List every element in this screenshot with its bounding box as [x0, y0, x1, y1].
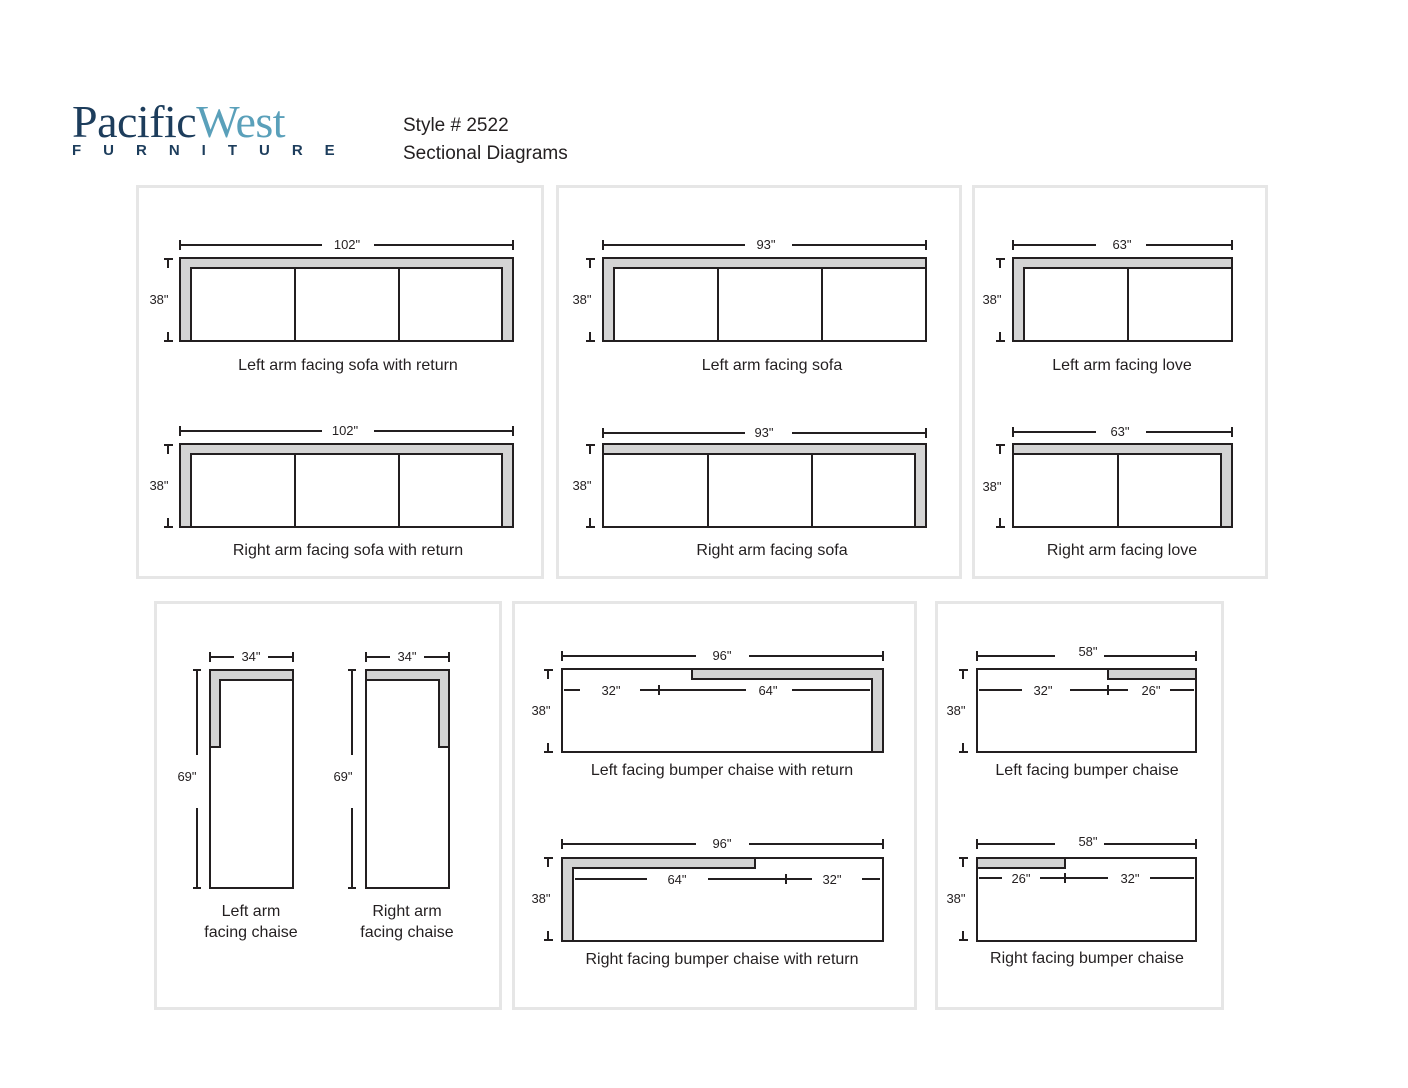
- width-label: 63": [1110, 424, 1129, 439]
- diagram-raf-sofa-return: [164, 426, 514, 528]
- style-number: Style # 2522: [403, 115, 509, 136]
- caption: Right facing bumper chaise: [990, 950, 1184, 967]
- depth-label: 38": [572, 478, 591, 493]
- segment-label: 26": [1011, 871, 1030, 886]
- diagram-laf-love: [996, 240, 1233, 342]
- diagram-raf-chaise: [348, 652, 450, 889]
- diagram-raf-sofa: [586, 428, 927, 528]
- depth-label: 38": [531, 891, 550, 906]
- caption-line2: facing chaise: [360, 924, 453, 941]
- depth-label: 38": [946, 703, 965, 718]
- caption: Right facing bumper chaise with return: [585, 951, 858, 968]
- diagram-laf-sofa-return: [164, 240, 514, 342]
- page-title: Sectional Diagrams: [403, 143, 568, 164]
- depth-label: 38": [572, 292, 591, 307]
- panel-sofas-with-return: [136, 185, 544, 579]
- panel-loves: [972, 185, 1268, 579]
- caption-line1: Left arm: [222, 903, 281, 920]
- depth-label: 38": [982, 292, 1001, 307]
- caption: Left arm facing sofa with return: [238, 357, 458, 374]
- segment-label: 32": [601, 683, 620, 698]
- width-label: 96": [712, 836, 731, 851]
- caption: Right arm facing sofa with return: [233, 542, 463, 559]
- width-label: 93": [756, 237, 775, 252]
- segment-label: 32": [822, 872, 841, 887]
- segment-label: 64": [758, 683, 777, 698]
- caption: Left arm facing sofa: [702, 357, 843, 374]
- depth-label: 38": [531, 703, 550, 718]
- depth-label: 38": [946, 891, 965, 906]
- depth-label: 38": [149, 292, 168, 307]
- brand-logo: PacificWest FURNITURE: [72, 96, 357, 159]
- logo-word-west: West: [196, 96, 286, 147]
- caption: Right arm facing love: [1047, 542, 1197, 559]
- width-label: 96": [712, 648, 731, 663]
- width-label: 102": [332, 423, 359, 438]
- title-block: Style # 2522 Sectional Diagrams: [403, 112, 568, 168]
- logo-wordmark: PacificWest: [72, 96, 357, 148]
- width-label: 93": [754, 425, 773, 440]
- segment-label: 32": [1120, 871, 1139, 886]
- diagram-rf-bumper-return: [544, 839, 884, 942]
- diagram-raf-love: [996, 427, 1233, 528]
- diagram-laf-chaise: [193, 652, 294, 889]
- panel-sofas: [556, 185, 962, 579]
- diagram-rf-bumper: [959, 839, 1197, 942]
- width-label: 58": [1078, 834, 1097, 849]
- caption-line2: facing chaise: [204, 924, 297, 941]
- length-label: 69": [177, 769, 196, 784]
- width-label: 34": [241, 649, 260, 664]
- caption-line1: Right arm: [372, 903, 441, 920]
- caption: Left arm facing love: [1052, 357, 1192, 374]
- segment-label: 64": [667, 872, 686, 887]
- length-label: 69": [333, 769, 352, 784]
- segment-label: 26": [1141, 683, 1160, 698]
- depth-label: 38": [982, 479, 1001, 494]
- caption: Right arm facing sofa: [696, 542, 847, 559]
- width-label: 58": [1078, 644, 1097, 659]
- width-label: 63": [1112, 237, 1131, 252]
- logo-word-pacific: Pacific: [72, 96, 197, 147]
- width-label: 34": [397, 649, 416, 664]
- diagram-laf-sofa: [586, 240, 927, 342]
- caption: Left facing bumper chaise with return: [591, 762, 853, 779]
- logo-tagline: FURNITURE: [72, 142, 357, 159]
- caption: Left facing bumper chaise: [995, 762, 1178, 779]
- diagram-lf-bumper-return: [544, 651, 884, 753]
- width-label: 102": [334, 237, 361, 252]
- depth-label: 38": [149, 478, 168, 493]
- diagram-lf-bumper: [959, 651, 1197, 753]
- segment-label: 32": [1033, 683, 1052, 698]
